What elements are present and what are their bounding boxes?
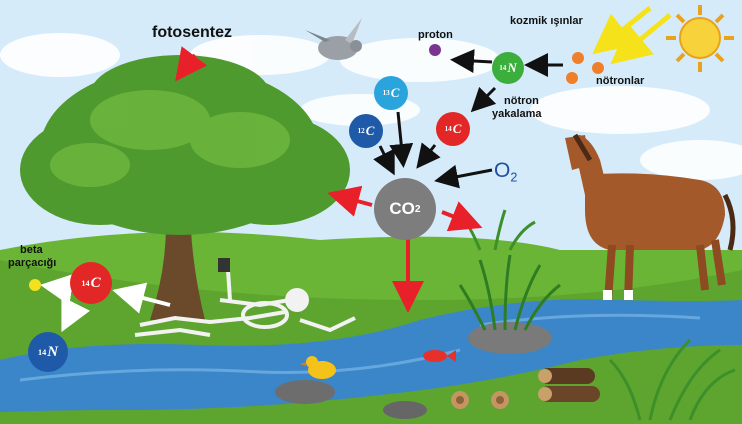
photosynthesis-label: fotosentez [152, 25, 232, 42]
rock [275, 380, 335, 404]
neutrons-label: nötronlar [596, 76, 644, 88]
proton-dot [429, 44, 441, 56]
proton-label: proton [418, 30, 453, 42]
beta-particle-dot [29, 279, 41, 291]
o2-label: O2 [494, 160, 517, 185]
neutron-capture-label-line1: nötron [504, 96, 539, 108]
skull [285, 288, 309, 312]
neutron-capture-label-line2: yakalama [492, 109, 542, 121]
rock [468, 322, 552, 354]
beta-label-line2: parçacığı [8, 258, 56, 270]
cosmic-rays-label: kozmik ışınlar [510, 16, 583, 28]
lantern [218, 258, 230, 272]
beta-label-line1: beta [20, 245, 43, 257]
rock [383, 401, 427, 419]
